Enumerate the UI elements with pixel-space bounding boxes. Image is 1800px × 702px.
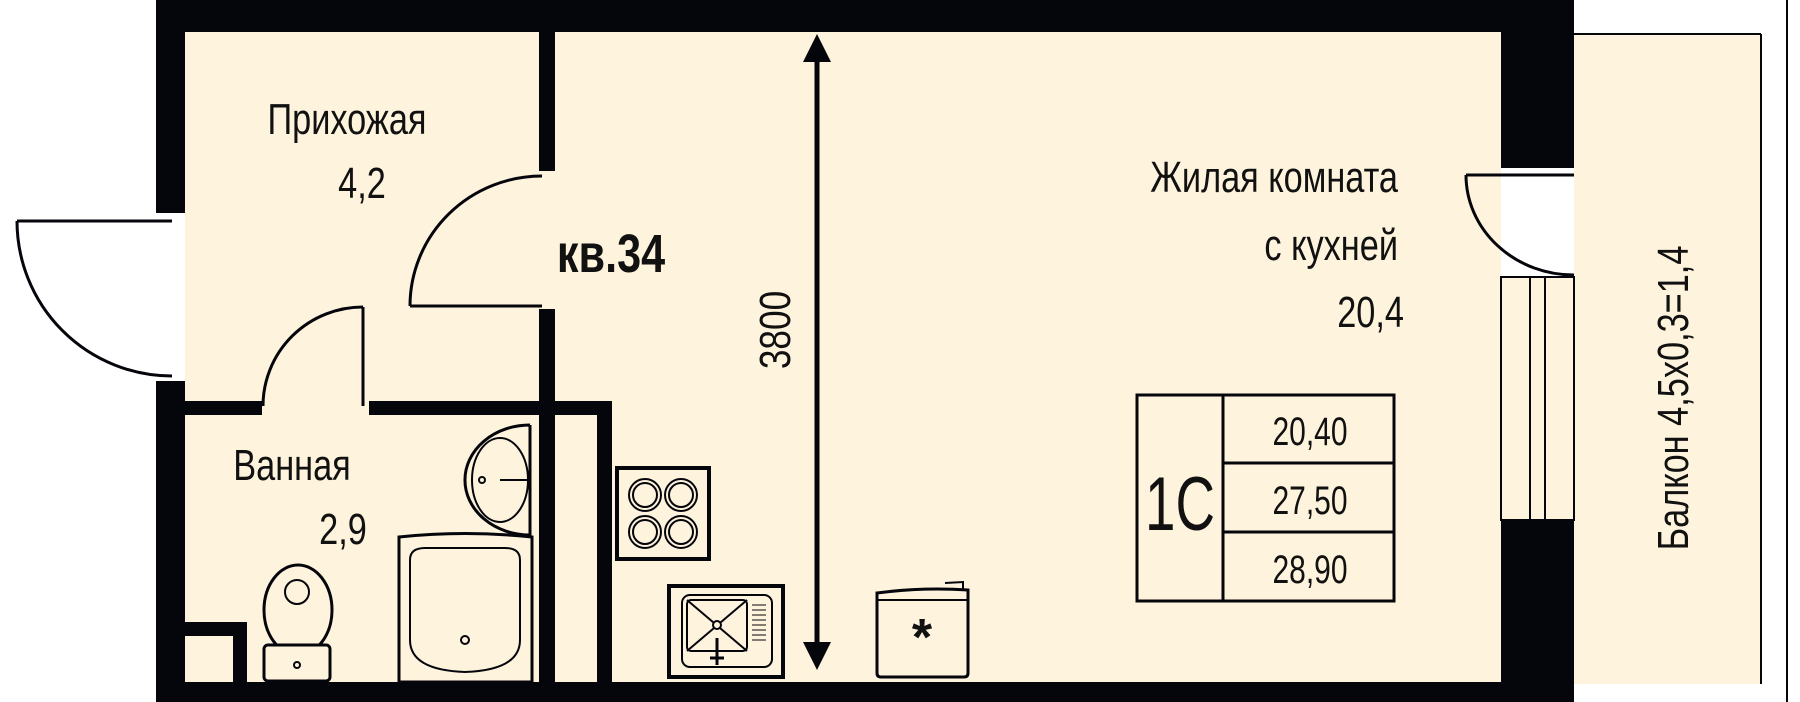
balcony-window xyxy=(1500,276,1575,521)
bathroom-name: Ванная xyxy=(233,441,351,490)
hallway-name: Прихожая xyxy=(268,95,427,144)
balcony-door[interactable] xyxy=(1464,173,1575,277)
total-with-balcony-value: 28,90 xyxy=(1272,548,1347,592)
fridge-icon: * xyxy=(875,580,970,679)
balcony-label: Балкон 4,5х0,3=1,4 xyxy=(1649,246,1698,551)
living-room-name-line2: с кухней xyxy=(1264,221,1398,270)
bathroom-door[interactable] xyxy=(261,305,365,407)
living-area-value: 20,40 xyxy=(1272,410,1347,454)
walls xyxy=(156,0,1574,702)
area-table: 1С 20,40 27,50 28,90 xyxy=(1135,393,1396,603)
washbasin-icon xyxy=(463,423,532,537)
stove-icon xyxy=(615,466,711,561)
living-room-area: 20,4 xyxy=(1337,288,1404,337)
kitchen-sink-icon xyxy=(667,584,785,679)
total-area-value: 27,50 xyxy=(1272,479,1347,523)
dimension-arrow xyxy=(803,34,831,670)
apartment-type: 1С xyxy=(1145,462,1215,547)
bathroom-area: 2,9 xyxy=(319,505,367,554)
living-room-name: Жилая комната xyxy=(1150,153,1398,202)
fridge-mark: * xyxy=(912,609,933,667)
hallway-living-door[interactable] xyxy=(408,174,543,308)
toilet-icon xyxy=(262,563,334,683)
bathtub-icon xyxy=(397,532,534,684)
dimension-label: 3800 xyxy=(751,291,800,369)
apartment-number: кв.34 xyxy=(557,225,665,285)
hallway-area: 4,2 xyxy=(338,159,386,208)
apartment-floor xyxy=(185,32,1501,684)
entrance-door[interactable] xyxy=(15,219,173,378)
balcony xyxy=(1574,0,1788,702)
